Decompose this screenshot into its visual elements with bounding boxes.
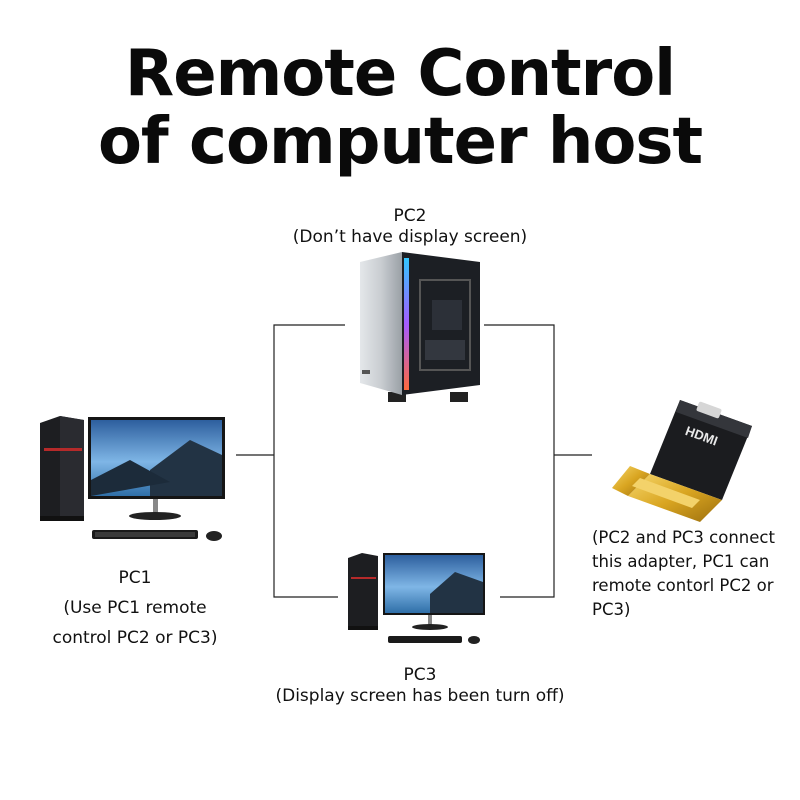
adapter-note-line-3: remote contorl PC2 or	[592, 576, 774, 595]
main-title-line-1: Remote Control	[124, 37, 676, 111]
line-bus-right	[484, 324, 555, 598]
connection-lines	[236, 324, 592, 598]
pc3-label: PC3	[403, 665, 437, 685]
main-title-line-2: of computer host	[97, 105, 703, 179]
pc1-monitor-image	[88, 417, 225, 541]
pc1-label: PC1	[118, 568, 152, 588]
pc2-note: (Don’t have display screen)	[292, 227, 528, 247]
pc2-label: PC2	[393, 206, 427, 226]
pc1-note-line-1: (Use PC1 remote	[63, 598, 207, 618]
pc3-note: (Display screen has been turn off)	[275, 686, 565, 706]
pc3-tower-image	[348, 553, 378, 630]
adapter-note-line-4: PC3)	[592, 600, 631, 619]
adapter-note-line-2: this adapter, PC1 can	[592, 552, 770, 571]
pc1-tower-image	[40, 416, 84, 521]
line-bus-left	[273, 324, 345, 598]
pc1-note-line-2: control PC2 or PC3)	[52, 628, 218, 648]
hdmi-adapter-image	[612, 400, 752, 522]
adapter-note-line-1: (PC2 and PC3 connect	[592, 528, 775, 547]
pc3-monitor-image	[383, 553, 485, 644]
pc2-tower-image	[360, 252, 480, 402]
